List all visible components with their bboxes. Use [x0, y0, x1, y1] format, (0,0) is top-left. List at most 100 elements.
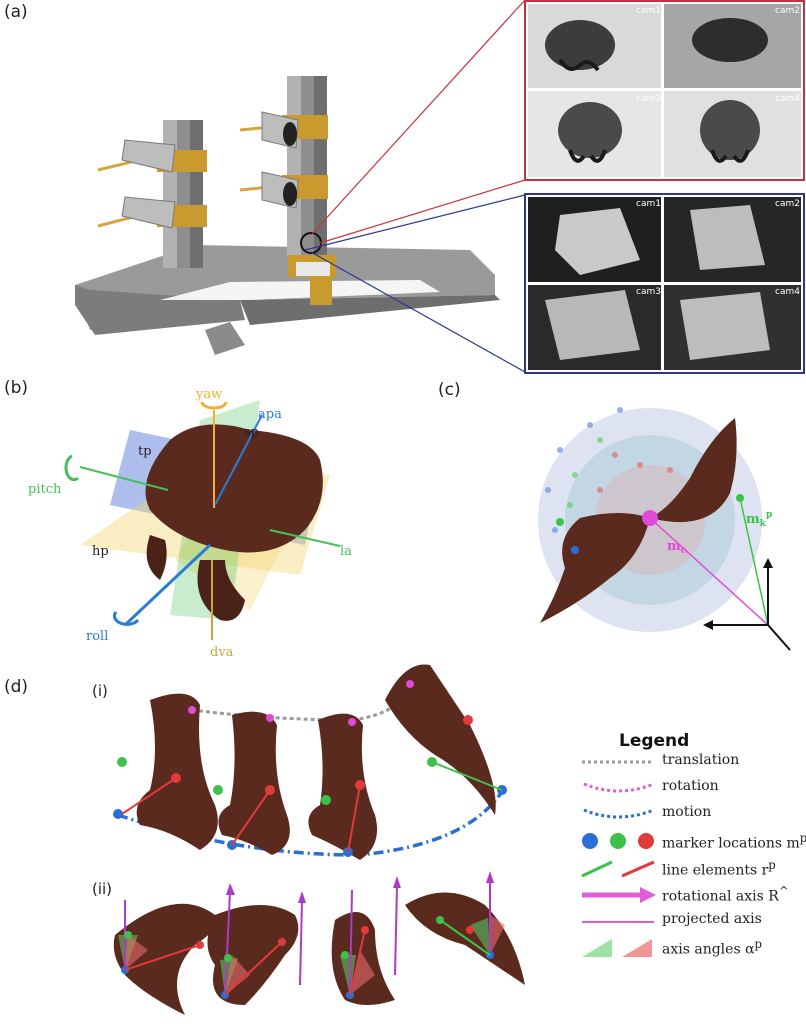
projected-axis-swatch [582, 921, 654, 923]
panel-label-d-ii: (ii) [92, 880, 113, 898]
cam-tile [528, 91, 661, 177]
label-mc-sub: c [681, 546, 687, 556]
label-sp: sp [244, 425, 259, 440]
left-post [157, 120, 207, 268]
sagittal-plane [170, 400, 260, 620]
markers-ii [121, 916, 494, 999]
rotation-swatch [583, 782, 655, 793]
middle-sphere [565, 435, 735, 605]
legend-label-sup: ^ [778, 884, 789, 898]
panel-a-figure: cam1 cam2 cam3 cam4 cam1 cam2 cam3 cam4 [75, 0, 805, 374]
legend-label: axis angles αp [662, 937, 762, 958]
legend-row-markers: marker locations mp [578, 829, 806, 855]
mandible-frames-i [136, 664, 496, 860]
camera-right-upper [239, 111, 299, 149]
legend-label: projected axis [662, 911, 762, 927]
legend-label-sup: p [799, 831, 806, 845]
label-mc-main: m [667, 539, 681, 554]
cam-label: cam2 [775, 6, 800, 16]
camera-grid-bottom: cam1 cam2 cam3 cam4 [524, 193, 805, 374]
marker-green [556, 518, 564, 526]
mandible-pair-model [540, 418, 737, 623]
cam-label: cam3 [636, 287, 661, 297]
legend-row-axis-angles: axis angles αp [578, 935, 804, 961]
camera-left-lower [97, 196, 176, 229]
legend-label: marker locations mp [662, 831, 806, 852]
outer-sphere [538, 408, 762, 632]
legend-label-main: line elements r [662, 862, 769, 879]
horizontal-plane [80, 470, 330, 575]
legend-row-projected-axis: projected axis [578, 909, 804, 935]
cam-label: cam1 [636, 199, 661, 209]
legend-row-rotation: rotation [578, 776, 804, 802]
label-la: la [340, 544, 352, 559]
axis-angle-glyphs-ii [118, 915, 505, 995]
cam-tile [528, 4, 661, 88]
markers-i [113, 680, 507, 857]
specimen-stage [288, 232, 336, 305]
legend-label-sup: p [754, 937, 762, 951]
legend-label-main: marker locations m [662, 835, 800, 852]
label-pitch: pitch [28, 482, 62, 497]
motion-path [117, 789, 505, 857]
label-yaw: yaw [195, 387, 222, 402]
label-tp: tp [138, 444, 152, 459]
la-axis [269, 529, 341, 547]
legend-row-motion: motion [578, 802, 804, 828]
label-mk-main: m [746, 512, 760, 527]
centroid-marker [642, 510, 658, 526]
label-mc: mc [667, 539, 687, 556]
cam-tile [664, 91, 801, 177]
transverse-plane [110, 430, 320, 545]
legend-row-rotational-axis: rotational axis R^ [578, 882, 804, 908]
yaw-arrow-icon [200, 401, 228, 410]
axis-angle-swatch [582, 939, 652, 957]
panel-label-d: (d) [4, 677, 29, 697]
pitch-axis [79, 466, 169, 491]
roll-arrow-icon [112, 611, 140, 626]
mandible-frames-ii [113, 892, 525, 1015]
marker-swatch [582, 833, 654, 849]
rig-base [75, 245, 500, 355]
motion-swatch [583, 808, 655, 819]
pitch-arrow-icon [64, 454, 79, 482]
cam-tile [528, 285, 661, 370]
cam-label: cam4 [775, 287, 800, 297]
marker-blue [571, 546, 579, 554]
legend-label: motion [662, 804, 712, 820]
label-mk-sub: k [760, 519, 767, 529]
rotational-axes-ii [124, 871, 494, 996]
camera-right-lower [239, 171, 299, 209]
legend-title: Legend [619, 731, 690, 751]
legend-label: line elements rp [662, 858, 776, 879]
arrow-right-icon [582, 887, 656, 903]
cam-label: cam2 [775, 199, 800, 209]
label-dva: dva [210, 645, 234, 660]
label-mk-sup: p [766, 510, 772, 520]
marker-mk [736, 494, 744, 502]
legend-row-lines: line elements rp [578, 856, 804, 882]
panel-label-a: (a) [4, 2, 28, 22]
right-post [282, 76, 328, 256]
cam-label: cam3 [636, 94, 661, 104]
legend-label-main: axis angles α [662, 941, 755, 958]
coordinate-axes-icon [703, 558, 791, 651]
panel-label-d-i: (i) [92, 682, 108, 700]
cam-label: cam4 [775, 94, 800, 104]
label-hp: hp [92, 544, 109, 559]
legend-label-main: rotational axis R [662, 888, 779, 905]
legend-label: translation [662, 752, 740, 768]
cam-tile [664, 285, 801, 370]
label-apa: apa [258, 407, 282, 422]
dorsoventral-plane [175, 470, 290, 610]
mc-vector [649, 517, 769, 626]
line-element-swatch [581, 860, 655, 878]
mk-vector [739, 497, 769, 626]
legend-label-sup: p [768, 858, 776, 872]
panel-label-b: (b) [4, 378, 29, 398]
label-roll: roll [86, 629, 108, 644]
translation-swatch [582, 760, 654, 764]
legend-label: rotational axis R^ [662, 884, 789, 905]
cam-tile [664, 197, 801, 282]
camera-left-upper [97, 139, 176, 173]
